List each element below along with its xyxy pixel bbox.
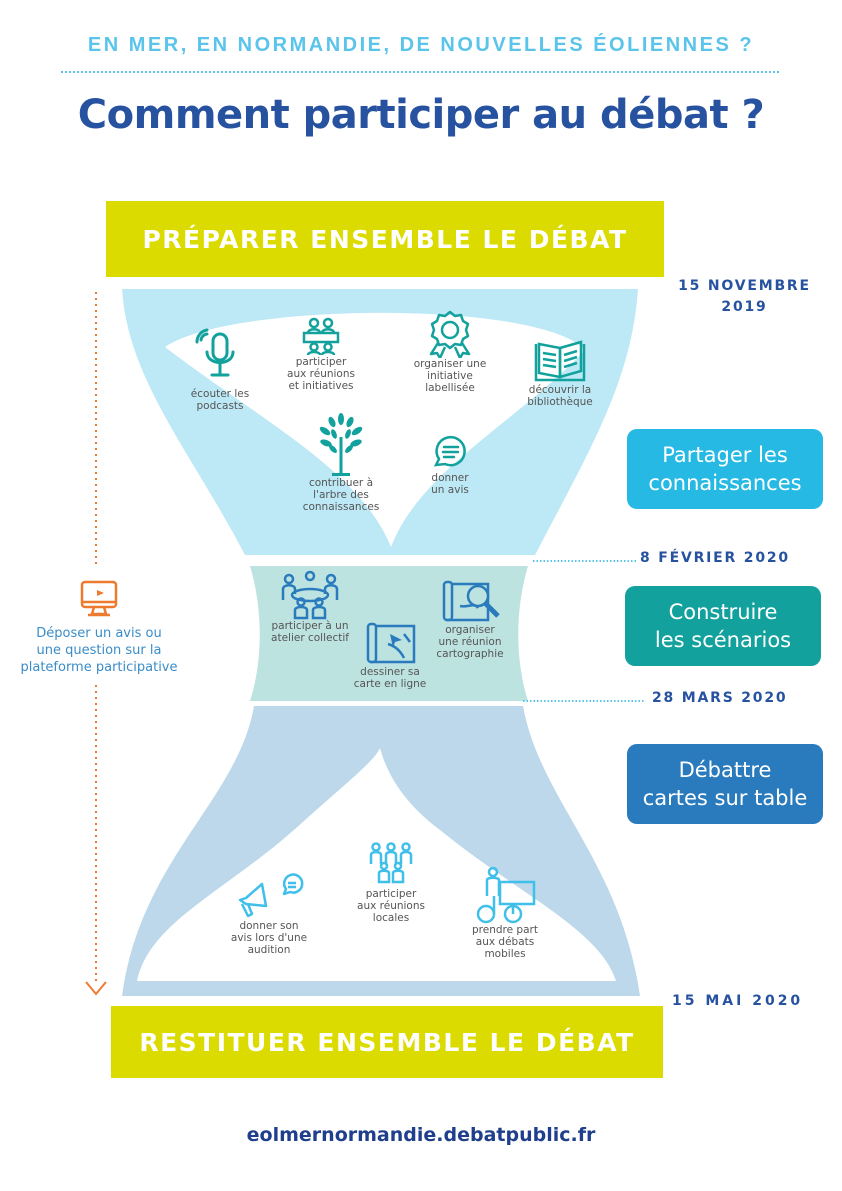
label-line: organiser une: [413, 358, 487, 370]
phase2-item-workshop-label: participer à un atelier collectif: [262, 620, 358, 644]
phase3-item-audition: donner son avis lors d'une audition: [222, 872, 316, 956]
label-line: donner: [431, 472, 469, 484]
label-line: et initiatives: [288, 380, 354, 392]
label-line: écouter les: [190, 388, 250, 400]
label-line: plateforme participative: [20, 660, 178, 675]
stage-build-scenarios: Construire les scénarios: [625, 586, 821, 666]
label-line: aux réunions: [357, 900, 425, 912]
label-line: l'arbre des: [313, 489, 369, 501]
label-line: participer: [295, 356, 347, 368]
stage-3-line1: Débattre: [678, 758, 772, 782]
label-line: Déposer un avis ou: [36, 626, 162, 641]
band-restitute: RESTITUER ENSEMBLE LE DÉBAT: [111, 1006, 663, 1078]
label-line: découvrir la: [528, 384, 592, 396]
label-line: dessiner sa: [360, 666, 420, 678]
megaphone-icon: [238, 873, 304, 918]
label-line: organiser: [445, 624, 495, 636]
label-line: bibliothèque: [527, 396, 593, 408]
phase3-item-local-meetings: participer aux réunions locales: [346, 842, 436, 924]
date-start-line1: 15 NOVEMBRE: [678, 278, 811, 294]
side-panel-platform: Déposer un avis ou une question sur la p…: [4, 580, 194, 676]
side-panel-label: Déposer un avis ou une question sur la p…: [4, 625, 194, 676]
computer-monitor-icon: [80, 580, 118, 617]
tree-icon: [319, 413, 363, 476]
phase2-item-map-meeting: organiser une réunion cartographie: [420, 578, 520, 660]
phase2-item-workshop: participer à un atelier collectif: [262, 570, 358, 644]
label-line: labellisée: [425, 382, 475, 394]
phase1-item-opinion-label: donner un avis: [410, 472, 490, 496]
phase1-item-library-label: découvrir la bibliothèque: [510, 384, 610, 408]
header-divider: [61, 71, 779, 73]
phase1-inner-shape: [165, 312, 585, 547]
label-line: audition: [247, 944, 291, 956]
label-line: atelier collectif: [271, 632, 349, 644]
stage-3-line2: cartes sur table: [642, 786, 808, 810]
open-book-icon: [534, 340, 586, 382]
label-line: cartographie: [436, 648, 504, 660]
phase3-item-mobile-debates-label: prendre part aux débats mobiles: [460, 924, 550, 960]
phase1-item-initiative: organiser une initiative labellisée: [400, 310, 500, 394]
speech-bubble-icon: [433, 435, 466, 467]
label-line: connaissances: [302, 501, 380, 513]
phase1-item-initiative-label: organiser une initiative labellisée: [400, 358, 500, 394]
label-line: une question sur la: [36, 643, 162, 658]
date-end: 15 MAI 2020: [672, 993, 804, 1009]
label-line: locales: [372, 912, 410, 924]
cargo-bike-icon: [476, 866, 536, 924]
phase3-item-audition-label: donner son avis lors d'une audition: [222, 920, 316, 956]
local-meeting-group-icon: [369, 842, 413, 884]
header-kicker: EN MER, EN NORMANDIE, DE NOUVELLES ÉOLIE…: [87, 34, 755, 56]
phase3-inner-shape: [137, 748, 616, 981]
stage-share-knowledge: Partager les connaissances: [627, 429, 823, 509]
label-line: initiative: [427, 370, 473, 382]
label-line: podcasts: [196, 400, 244, 412]
label-line: participer: [365, 888, 417, 900]
label-line: participer à un: [271, 620, 349, 632]
label-line: contribuer à: [308, 477, 374, 489]
label-line: prendre part: [472, 924, 538, 936]
label-line: aux réunions: [287, 368, 355, 380]
label-line: aux débats: [475, 936, 535, 948]
phase1-item-tree: contribuer à l'arbre des connaissances: [296, 413, 386, 513]
phase1-item-tree-label: contribuer à l'arbre des connaissances: [296, 477, 386, 513]
phase2-item-draw-map-label: dessiner sa carte en ligne: [340, 666, 440, 690]
microphone-icon: [195, 328, 235, 377]
phase1-item-meetings: participer aux réunions et initiatives: [276, 316, 366, 392]
stage-2-line2: les scénarios: [654, 628, 792, 652]
phase1-item-podcasts-label: écouter les podcasts: [180, 388, 260, 412]
phase1-item-opinion: donner un avis: [410, 432, 490, 496]
award-badge-icon: [429, 310, 471, 358]
page-title: Comment participer au débat ?: [77, 92, 765, 138]
band-prepare: PRÉPARER ENSEMBLE LE DÉBAT: [106, 201, 664, 277]
phase1-item-library: découvrir la bibliothèque: [510, 340, 610, 408]
phase3-item-mobile-debates: prendre part aux débats mobiles: [460, 866, 550, 960]
map-magnifier-icon: [442, 580, 500, 622]
phase2-item-map-meeting-label: organiser une réunion cartographie: [420, 624, 520, 660]
date-start-line2: 2019: [721, 299, 768, 315]
label-line: une réunion: [438, 636, 502, 648]
label-line: mobiles: [484, 948, 526, 960]
stage-1-line1: Partager les: [662, 443, 788, 467]
band-restitute-label: RESTITUER ENSEMBLE LE DÉBAT: [139, 1027, 635, 1057]
band-prepare-label: PRÉPARER ENSEMBLE LE DÉBAT: [142, 224, 628, 254]
stage-2-line1: Construire: [668, 600, 778, 624]
date-phase1-end: 8 FÉVRIER 2020: [640, 550, 790, 566]
phase1-item-meetings-label: participer aux réunions et initiatives: [276, 356, 366, 392]
label-line: un avis: [431, 484, 469, 496]
stage-debate-maps: Débattre cartes sur table: [627, 744, 823, 824]
phase3-item-local-meetings-label: participer aux réunions locales: [346, 888, 436, 924]
meeting-table-icon: [302, 317, 340, 356]
label-line: avis lors d'une: [230, 932, 308, 944]
map-drawing-icon: [366, 622, 416, 664]
workshop-group-icon: [281, 570, 339, 620]
phase2-item-draw-map: dessiner sa carte en ligne: [340, 620, 440, 690]
label-line: donner son: [239, 920, 299, 932]
stage-1-line2: connaissances: [648, 471, 802, 495]
date-phase2-end: 28 MARS 2020: [652, 690, 788, 706]
date-start: 15 NOVEMBRE 2019: [672, 276, 817, 318]
label-line: carte en ligne: [353, 678, 427, 690]
phase1-item-podcasts: écouter les podcasts: [180, 328, 260, 412]
side-timeline-arrow-icon: [85, 981, 107, 996]
website-link[interactable]: eolmernormandie.debatpublic.fr: [246, 1124, 596, 1146]
